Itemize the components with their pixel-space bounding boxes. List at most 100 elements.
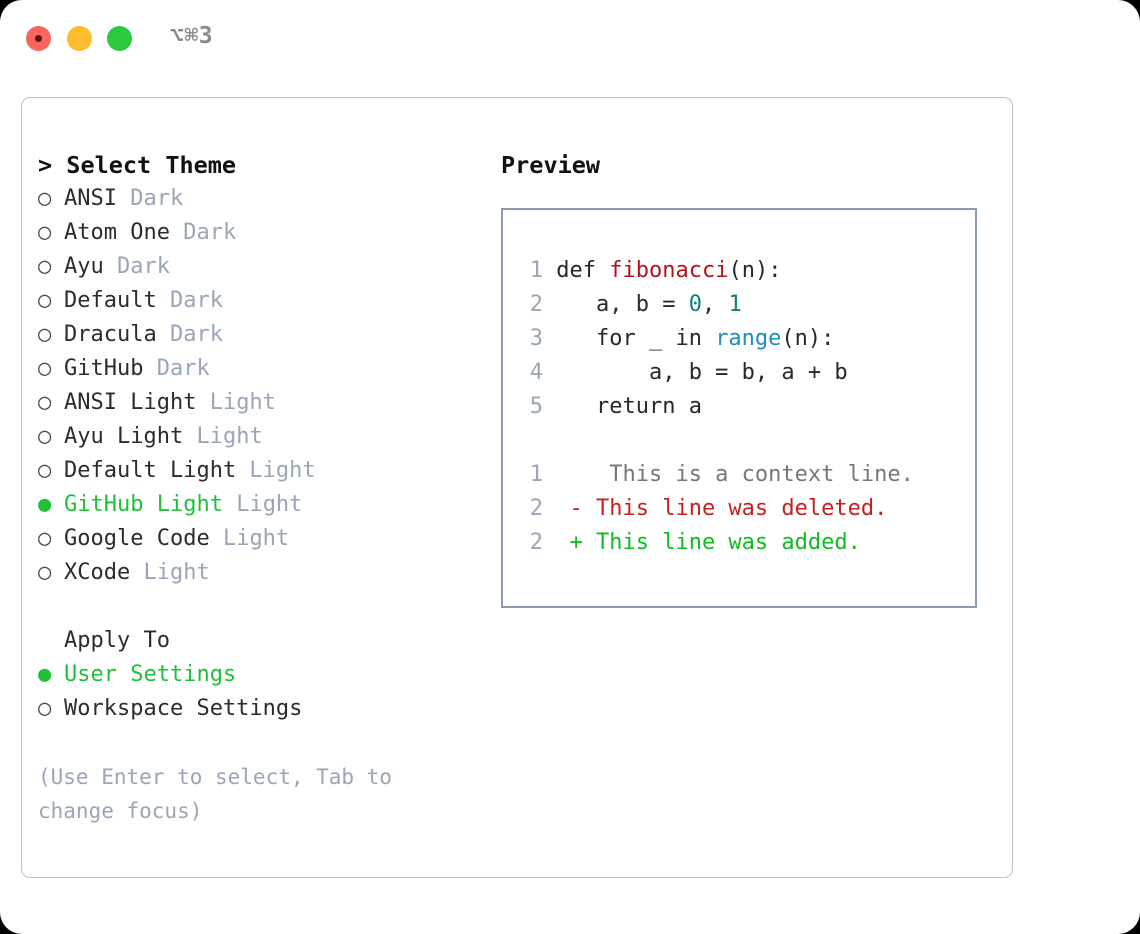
minimize-button[interactable] — [67, 26, 92, 51]
theme-list-item[interactable]: ○ Default Dark — [38, 284, 488, 318]
line-number: 2 — [529, 292, 543, 317]
radio-unselected-icon: ○ — [38, 356, 52, 381]
theme-name: GitHub Light — [64, 492, 223, 517]
diff-text: - This line was deleted. — [543, 496, 888, 521]
theme-list-item[interactable]: ○ Google Code Light — [38, 522, 488, 556]
theme-name: ANSI Light — [64, 390, 197, 415]
theme-name: XCode — [64, 560, 131, 585]
radio-unselected-icon: ○ — [38, 288, 52, 313]
theme-list-item[interactable]: ○ XCode Light — [38, 556, 488, 590]
theme-list-item[interactable]: ○ GitHub Dark — [38, 352, 488, 386]
theme-name: GitHub — [64, 356, 144, 381]
window-titlebar: ⌥⌘3 — [0, 0, 1140, 78]
radio-unselected-icon: ○ — [38, 390, 52, 415]
code-token: 0 — [688, 292, 702, 317]
line-number: 1 — [529, 258, 543, 283]
theme-variant-badge: Light — [196, 390, 276, 415]
keybinding-hint: (Use Enter to select, Tab to change focu… — [38, 765, 393, 823]
code-token: fibonacci — [609, 258, 729, 283]
code-line: 2 a, b = 0, 1 — [521, 288, 914, 322]
select-theme-header: > Select Theme — [38, 151, 237, 179]
radio-unselected-icon: ○ — [38, 254, 52, 279]
radio-selected-icon: ● — [38, 492, 52, 517]
radio-unselected-icon: ○ — [38, 186, 52, 211]
diff-text: + This line was added. — [543, 530, 861, 555]
radio-unselected-icon: ○ — [38, 220, 52, 245]
theme-variant-badge: Light — [130, 560, 210, 585]
line-number: 1 — [529, 462, 543, 487]
code-token: for _ in — [543, 326, 716, 351]
code-token: (n): — [781, 326, 835, 351]
radio-unselected-icon: ○ — [38, 526, 52, 551]
theme-list-item[interactable]: ○Default Light Light — [38, 454, 488, 488]
diff-line: 2 + This line was added. — [521, 526, 914, 560]
theme-variant-badge: Dark — [103, 254, 170, 279]
close-button[interactable] — [26, 26, 51, 51]
diff-line: 1 This is a context line. — [521, 458, 914, 492]
theme-list-item[interactable]: ○ Ayu Dark — [38, 250, 488, 284]
theme-name: Dracula — [64, 322, 157, 347]
theme-name: Atom One — [64, 220, 170, 245]
line-number: 3 — [529, 326, 543, 351]
theme-variant-badge: Dark — [156, 288, 223, 313]
code-token: (n): — [728, 258, 782, 283]
theme-name: Ayu — [64, 254, 104, 279]
theme-name: Default — [64, 288, 157, 313]
theme-list-item[interactable]: ○ Atom One Dark — [38, 216, 488, 250]
content-card: > Select Theme ○ANSI Dark○Atom One Dark○… — [21, 97, 1013, 878]
theme-list-item[interactable]: ○Dracula Dark — [38, 318, 488, 352]
radio-unselected-icon: ○ — [38, 458, 52, 483]
code-line: 1 def fibonacci(n): — [521, 254, 914, 288]
code-blank-line — [521, 424, 914, 458]
theme-variant-badge: Light — [209, 526, 290, 551]
radio-unselected-icon: ○ — [38, 560, 52, 585]
theme-variant-badge: Light — [183, 424, 263, 449]
apply-to-list[interactable]: ● User Settings ○ Workspace Settings — [38, 658, 488, 726]
code-token: return a — [543, 394, 702, 419]
theme-name: Google Code — [64, 526, 210, 551]
code-token: a, b = — [543, 292, 689, 317]
line-number: 5 — [529, 394, 543, 419]
code-line: 5 return a — [521, 390, 914, 424]
code-token: def — [543, 258, 610, 283]
list-spacer — [38, 590, 488, 624]
radio-selected-icon: ● — [38, 662, 52, 687]
preview-column: Preview 1 def fibonacci(n):2 a, b = 0, 1… — [501, 148, 1001, 608]
radio-unselected-icon: ○ — [38, 424, 52, 449]
theme-variant-badge: Dark — [169, 220, 237, 245]
apply-to-label: User Settings — [64, 662, 237, 687]
theme-name: ANSI — [64, 186, 117, 211]
diff-text: This is a context line. — [543, 462, 914, 487]
code-token: a, b = b, a + b — [543, 360, 848, 385]
code-token: 1 — [728, 292, 742, 317]
apply-to-label: Workspace Settings — [64, 696, 303, 721]
theme-list-item[interactable]: ● GitHub Light Light — [38, 488, 488, 522]
theme-variant-badge: Light — [222, 492, 303, 517]
code-line: 4 a, b = b, a + b — [521, 356, 914, 390]
line-number: 2 — [529, 530, 543, 555]
keyboard-shortcut-label: ⌥⌘3 — [170, 23, 214, 49]
apply-to-option[interactable]: ● User Settings — [38, 658, 488, 692]
code-token: range — [715, 326, 782, 351]
theme-list[interactable]: ○ANSI Dark○Atom One Dark○Ayu Dark○Defaul… — [38, 182, 488, 590]
code-line: 3 for _ in range(n): — [521, 322, 914, 356]
diff-line: 2 - This line was deleted. — [521, 492, 914, 526]
theme-name: Ayu Light — [64, 424, 184, 449]
radio-unselected-icon: ○ — [38, 696, 52, 721]
apply-to-option[interactable]: ○ Workspace Settings — [38, 692, 488, 726]
theme-list-item[interactable]: ○ Ayu Light Light — [38, 420, 488, 454]
line-number: 2 — [529, 496, 543, 521]
theme-selector-column: > Select Theme ○ANSI Dark○Atom One Dark○… — [38, 148, 488, 828]
code-token: , — [701, 292, 729, 317]
zoom-button[interactable] — [107, 26, 132, 51]
line-number: 4 — [529, 360, 543, 385]
theme-list-item[interactable]: ○ ANSI Light Light — [38, 386, 488, 420]
theme-list-item[interactable]: ○ ANSI Dark — [38, 182, 488, 216]
theme-variant-badge: Dark — [116, 186, 184, 211]
preview-title: Preview — [501, 151, 601, 179]
radio-unselected-icon: ○ — [38, 322, 52, 347]
theme-variant-badge: Light — [236, 458, 316, 483]
theme-variant-badge: Dark — [143, 356, 210, 381]
